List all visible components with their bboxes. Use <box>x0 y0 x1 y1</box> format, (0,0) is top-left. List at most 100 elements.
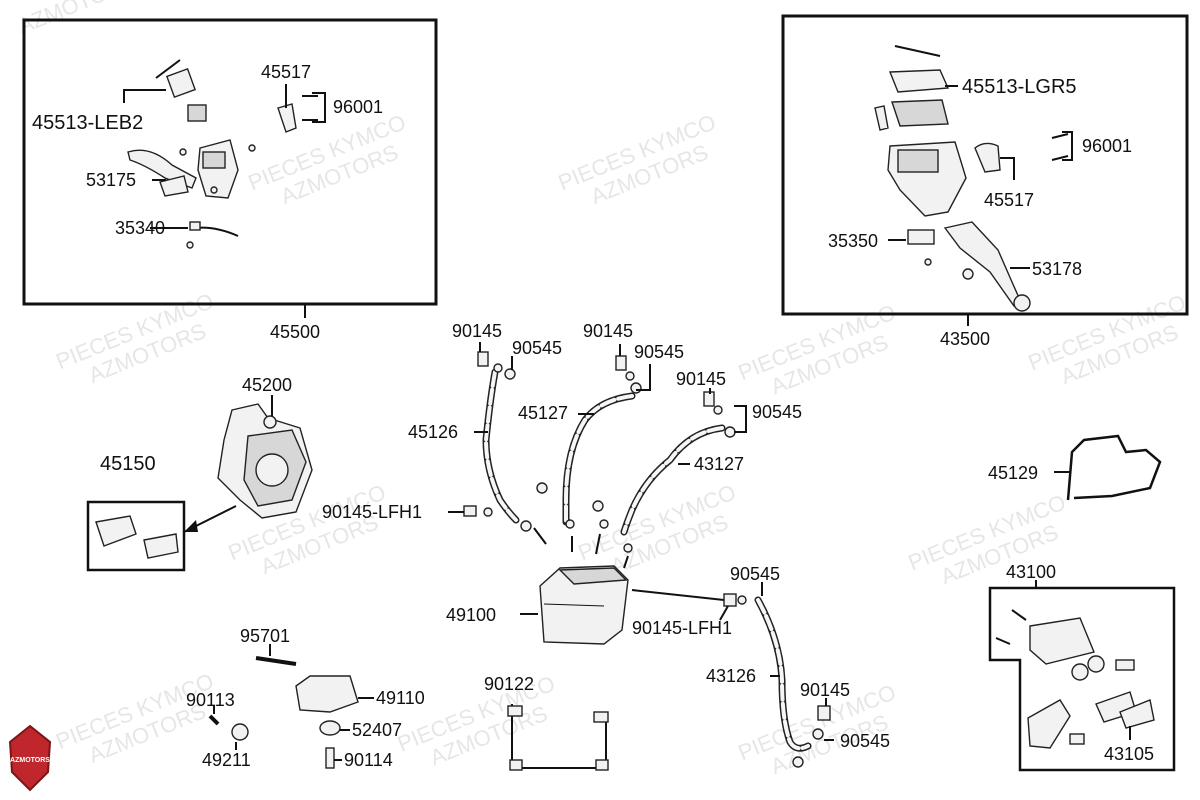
brake-pad[interactable] <box>143 533 179 559</box>
reservoir-cap[interactable] <box>166 68 196 98</box>
logo-text: AZMOTORS <box>10 757 50 764</box>
lever-pivot <box>159 175 189 197</box>
hose-pattern <box>622 426 724 534</box>
piston <box>1071 663 1089 681</box>
rubber-52407[interactable] <box>319 720 341 736</box>
cylinder-reservoir <box>202 151 226 169</box>
banjo-bolt-lfh1[interactable] <box>723 593 737 607</box>
arrow-abs-to-hose <box>631 589 725 601</box>
bolt-90122[interactable] <box>593 711 609 723</box>
reservoir-cap-right[interactable] <box>888 69 950 93</box>
banjo-bolt[interactable] <box>615 355 627 371</box>
abs-bracket-49110[interactable] <box>295 675 359 713</box>
bleed-bolt <box>874 105 889 131</box>
bolt <box>536 482 548 494</box>
leader-90122 <box>511 704 607 769</box>
label-90114: 90114 <box>344 750 393 770</box>
label-45127: 45127 <box>518 403 568 423</box>
label-43126: 43126 <box>706 666 756 686</box>
label-43500: 43500 <box>940 329 990 349</box>
label-49211: 49211 <box>202 750 251 770</box>
leader-45517-right <box>1000 157 1015 180</box>
master-cylinder-body-left[interactable] <box>197 139 239 199</box>
label-96001-left: 96001 <box>333 97 383 117</box>
washer <box>792 756 804 768</box>
washer <box>504 368 516 380</box>
brake-switch[interactable] <box>189 221 201 231</box>
label-53178: 53178 <box>1032 259 1082 279</box>
brake-switch-right[interactable] <box>907 229 935 245</box>
brake-hoses-group: 90145 90545 45126 90145 90545 45127 9014… <box>322 321 890 768</box>
rear-caliper-bracket[interactable] <box>1027 699 1071 749</box>
label-35350: 35350 <box>828 231 878 251</box>
bleeder-screw <box>263 415 277 429</box>
arrow <box>623 555 629 569</box>
label-90545-e: 90545 <box>840 731 890 751</box>
clip <box>1069 733 1085 745</box>
lever-tip <box>1013 294 1031 312</box>
bolt <box>248 144 256 152</box>
brake-pad[interactable] <box>95 515 137 547</box>
piston <box>1087 655 1105 673</box>
diaphragm-right[interactable] <box>891 99 949 127</box>
collar-90114[interactable] <box>325 747 335 769</box>
rear-caliper-group: 43100 43105 <box>988 562 1176 772</box>
label-45129: 45129 <box>988 463 1038 483</box>
bolt-95701[interactable] <box>255 656 297 666</box>
label-45126: 45126 <box>408 422 458 442</box>
grommet-49211[interactable] <box>231 723 249 741</box>
leader-90145-lfh1-b <box>719 605 729 621</box>
washer <box>630 382 642 394</box>
label-95701: 95701 <box>240 626 290 646</box>
label-90545-a: 90545 <box>512 338 562 358</box>
label-43100: 43100 <box>1006 562 1056 582</box>
front-caliper-group: 45200 45150 <box>86 375 313 572</box>
bolt <box>1011 609 1027 621</box>
azmotors-logo: AZMOTORS <box>8 724 52 792</box>
label-90145-lfh1-a: 90145-LFH1 <box>322 502 422 522</box>
bolt-90113[interactable] <box>208 714 220 726</box>
bracket-45129-group: 45129 <box>988 434 1162 501</box>
leader-45513-leb2 <box>123 89 166 103</box>
brake-lever-right[interactable] <box>943 221 1027 311</box>
hose-bracket-45129[interactable] <box>1066 434 1162 501</box>
master-cylinder-frame-right <box>781 14 1189 316</box>
bolt-90122[interactable] <box>595 759 609 771</box>
label-45517-left: 45517 <box>261 62 311 82</box>
arrow <box>595 533 601 555</box>
label-49110: 49110 <box>376 688 425 708</box>
cap-screws <box>894 45 941 57</box>
hose-pattern <box>483 370 518 522</box>
washer <box>520 520 532 532</box>
washer <box>623 543 633 553</box>
handlebar-holder-left[interactable] <box>277 103 297 133</box>
washer <box>737 595 747 605</box>
hose-pattern <box>756 598 810 751</box>
caliper-piston <box>255 453 289 487</box>
diaphragm[interactable] <box>187 104 207 122</box>
rear-brake-pad[interactable] <box>1119 699 1155 729</box>
logo-shield <box>8 724 52 792</box>
leader-96001-right <box>1062 131 1073 161</box>
bolt <box>592 500 604 512</box>
switch-screw <box>186 241 194 249</box>
label-45150: 45150 <box>100 453 156 475</box>
handlebar-holder-right[interactable] <box>974 142 1001 173</box>
washer <box>625 371 635 381</box>
bolt-90122[interactable] <box>509 759 523 771</box>
banjo-bolt-lfh1[interactable] <box>463 505 477 517</box>
mounting-hardware-group: 95701 49110 90113 49211 52407 90114 9012… <box>186 626 609 771</box>
label-52407: 52407 <box>352 720 402 740</box>
label-90145-d: 90145 <box>800 680 850 700</box>
label-90145-c: 90145 <box>676 369 726 389</box>
rear-caliper-body[interactable] <box>1029 617 1095 665</box>
banjo-bolt[interactable] <box>703 391 715 407</box>
abs-unit-group: 49100 <box>446 565 629 645</box>
banjo-bolt[interactable] <box>477 351 489 367</box>
bolt-90122[interactable] <box>507 705 523 717</box>
label-45513-lgr5: 45513-LGR5 <box>962 76 1077 98</box>
holder-bolt <box>1051 133 1069 139</box>
banjo-bolt[interactable] <box>817 705 831 721</box>
label-90545-b: 90545 <box>634 342 684 362</box>
washer <box>493 363 503 373</box>
